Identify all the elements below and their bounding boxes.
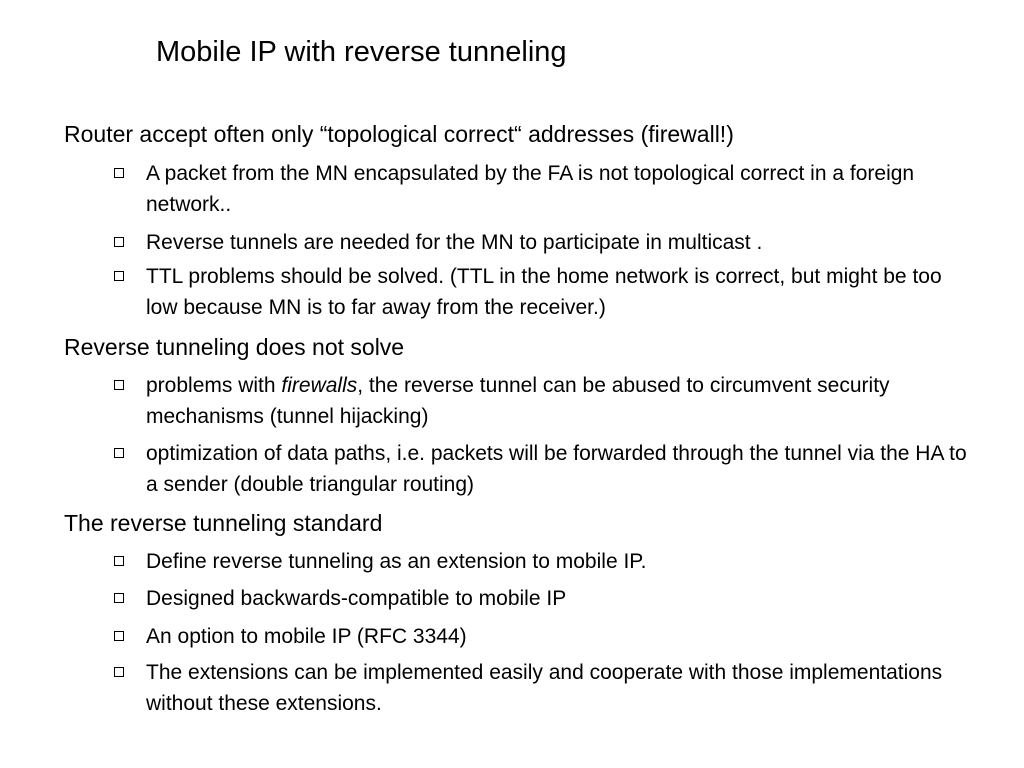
bullet-item: An option to mobile IP (RFC 3344) — [114, 621, 976, 652]
square-bullet-icon — [114, 237, 125, 248]
bullet-text-before: problems with — [146, 374, 282, 397]
bullet-text: Designed backwards-compatible to mobile … — [146, 587, 567, 610]
bullet-text-after: , the reverse tunnel can be abused to ci… — [146, 374, 890, 428]
bullet-text: TTL problems should be solved. (TTL in t… — [146, 265, 942, 319]
bullet-item: Designed backwards-compatible to mobile … — [114, 583, 976, 614]
square-bullet-icon — [114, 631, 125, 642]
square-bullet-icon — [114, 593, 125, 604]
square-bullet-icon — [114, 271, 125, 282]
bullet-text: An option to mobile IP (RFC 3344) — [146, 625, 467, 648]
bullet-item: problems with firewalls, the reverse tun… — [114, 370, 976, 432]
slide-title: Mobile IP with reverse tunneling — [156, 36, 567, 68]
bullet-text-italic: firewalls — [281, 374, 358, 397]
bullet-item: Reverse tunnels are needed for the MN to… — [114, 227, 976, 258]
bullet-text: optimization of data paths, i.e. packets… — [146, 442, 967, 496]
bullet-item: optimization of data paths, i.e. packets… — [114, 438, 976, 500]
square-bullet-icon — [114, 168, 125, 179]
section-heading-firewall: Router accept often only “topological co… — [64, 121, 734, 147]
bullet-item: The extensions can be implemented easily… — [114, 657, 976, 719]
square-bullet-icon — [114, 667, 125, 678]
section-heading-standard: The reverse tunneling standard — [64, 510, 383, 536]
section-heading-does-not-solve: Reverse tunneling does not solve — [64, 334, 405, 360]
bullet-text: Reverse tunnels are needed for the MN to… — [146, 231, 763, 254]
square-bullet-icon — [114, 556, 125, 567]
bullet-item: A packet from the MN encapsulated by the… — [114, 158, 976, 220]
square-bullet-icon — [114, 380, 125, 391]
square-bullet-icon — [114, 448, 125, 459]
bullet-item: Define reverse tunneling as an extension… — [114, 546, 976, 577]
bullet-item: TTL problems should be solved. (TTL in t… — [114, 261, 976, 323]
bullet-text: The extensions can be implemented easily… — [146, 661, 943, 715]
bullet-text: Define reverse tunneling as an extension… — [146, 550, 647, 573]
bullet-text: A packet from the MN encapsulated by the… — [146, 162, 915, 216]
